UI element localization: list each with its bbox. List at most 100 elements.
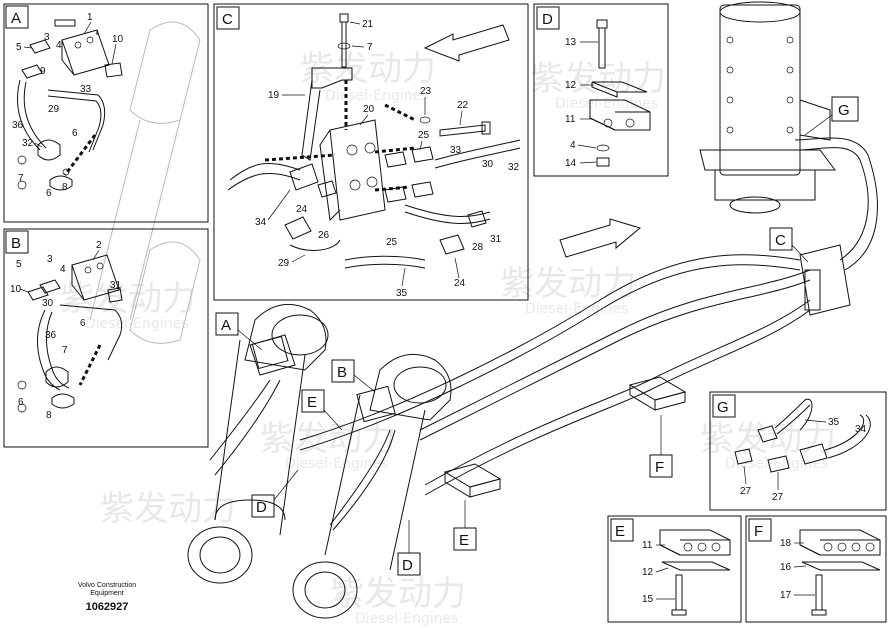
svg-text:21: 21 [362,19,374,30]
callout-E-main-lower: E [453,500,477,551]
direction-arrow-left [423,24,510,62]
svg-text:6: 6 [46,188,52,199]
callout-D-main-left: D [251,469,299,518]
svg-text:29: 29 [278,258,290,269]
svg-text:F: F [754,523,763,540]
svg-text:D: D [256,499,267,516]
svg-text:D: D [402,557,413,574]
svg-text:10: 10 [10,284,22,295]
svg-text:8: 8 [62,182,68,193]
svg-text:C: C [222,11,233,28]
svg-text:E: E [459,532,469,549]
svg-text:31: 31 [490,234,502,245]
detail-panel-F: F 18 16 17 [745,515,887,623]
svg-text:20: 20 [363,104,375,115]
svg-text:36: 36 [45,330,57,341]
svg-text:A: A [11,10,21,27]
svg-text:14: 14 [565,158,577,169]
svg-text:F: F [655,459,664,476]
callout-A: A [215,312,263,351]
direction-arrow-right [559,218,642,258]
svg-text:D: D [542,11,553,28]
brand-line-1: Volvo Construction [77,582,137,589]
svg-text:32: 32 [508,162,520,173]
svg-text:2: 2 [96,240,102,251]
svg-text:Diesel-Engines: Diesel-Engines [85,316,188,332]
svg-text:18: 18 [780,538,792,549]
svg-text:25: 25 [386,237,398,248]
detail-panel-G: G 35 34 27 27 [709,391,887,511]
svg-text:E: E [615,523,625,540]
svg-text:36: 36 [12,120,24,131]
svg-text:Diesel-Engines: Diesel-Engines [525,301,628,317]
svg-text:28: 28 [472,242,484,253]
svg-text:19: 19 [268,90,280,101]
svg-text:22: 22 [457,100,469,111]
svg-text:E: E [307,394,317,411]
svg-text:11: 11 [642,540,653,551]
detail-panel-C: C [213,3,529,301]
callout-G-main: G [804,96,859,136]
svg-text:15: 15 [642,594,654,605]
svg-text:C: C [775,232,786,249]
brand-caption: Volvo Construction Equipment 1062927 [62,582,152,614]
svg-text:12: 12 [565,80,577,91]
svg-text:Diesel-Engines: Diesel-Engines [355,611,458,627]
svg-text:12: 12 [642,567,654,578]
callout-B: B [331,359,376,393]
svg-text:紫发动力: 紫发动力 [100,489,236,529]
brand-line-2: Equipment [90,590,124,597]
svg-text:3: 3 [47,254,53,265]
svg-text:4: 4 [570,140,576,151]
svg-text:11: 11 [565,114,576,125]
svg-text:紫发动力: 紫发动力 [60,279,196,319]
svg-text:24: 24 [454,278,466,289]
watermark: 紫发动力 Diesel-Engines 紫发动力 Diesel-Engines … [60,49,836,627]
svg-text:8: 8 [46,410,52,421]
svg-text:33: 33 [450,145,462,156]
svg-text:10: 10 [112,34,124,45]
drawing-number: 1062927 [85,601,129,613]
svg-text:6: 6 [72,128,78,139]
svg-text:30: 30 [42,298,54,309]
callout-C-main: C [769,227,809,263]
svg-text:B: B [11,235,21,252]
svg-text:紫发动力: 紫发动力 [330,574,466,614]
svg-text:7: 7 [367,42,373,53]
main-assembly [89,1,878,619]
svg-text:35: 35 [396,288,408,299]
svg-text:4: 4 [60,264,66,275]
svg-text:1: 1 [87,12,93,23]
svg-text:Diesel-Engines: Diesel-Engines [555,96,658,112]
svg-text:3: 3 [44,32,50,43]
svg-text:34: 34 [855,424,867,435]
svg-text:23: 23 [420,86,432,97]
svg-text:5: 5 [16,42,22,53]
svg-text:7: 7 [62,345,68,356]
svg-text:6: 6 [18,397,24,408]
callout-F-main: F [649,415,673,478]
svg-text:紫发动力: 紫发动力 [700,419,836,459]
svg-text:27: 27 [772,492,784,503]
svg-text:紫发动力: 紫发动力 [300,49,436,89]
svg-text:6: 6 [80,318,86,329]
svg-text:B: B [337,364,347,381]
svg-text:A: A [221,317,231,334]
svg-text:Diesel-Engines: Diesel-Engines [325,88,428,104]
svg-text:4: 4 [56,40,62,51]
svg-text:7: 7 [18,173,24,184]
svg-text:G: G [717,399,729,416]
callout-D-main-lower: D [397,520,421,576]
svg-text:紫发动力: 紫发动力 [260,419,396,459]
detail-panel-D: D 13 12 11 4 14 [533,3,669,177]
svg-text:9: 9 [40,66,46,77]
svg-text:5: 5 [16,259,22,270]
svg-text:紫发动力: 紫发动力 [500,264,636,304]
svg-text:G: G [838,102,850,119]
svg-text:27: 27 [740,486,752,497]
detail-panel-A: A 1 3 4 5 9 10 29 33 36 32 [3,3,209,223]
svg-text:16: 16 [780,562,792,573]
svg-text:35: 35 [828,417,840,428]
callout-E-main: E [301,389,343,431]
